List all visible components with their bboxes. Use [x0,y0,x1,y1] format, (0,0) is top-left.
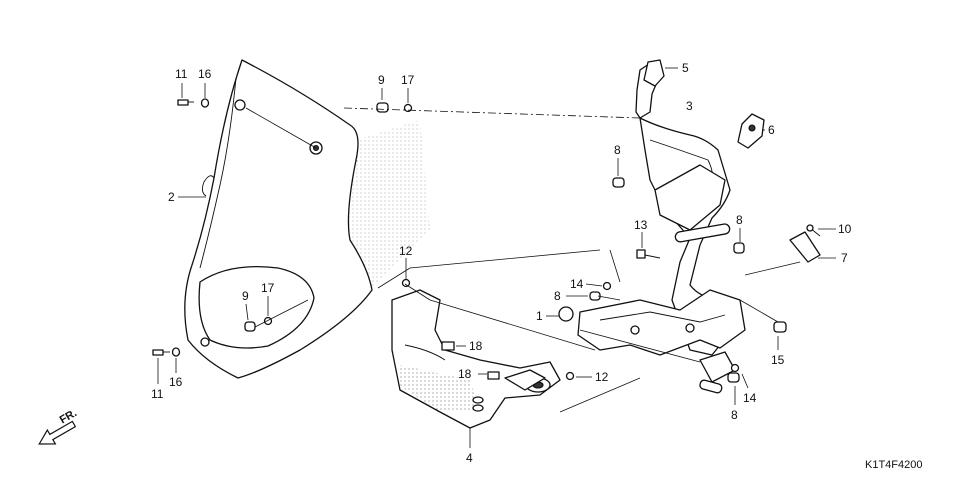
bolt-13 [636,249,661,259]
reference-code: K1T4F4200 [865,459,922,471]
bolt-11-top [177,99,194,106]
callout-9-lower: 9 [242,289,249,303]
callout-1: 1 [536,309,543,323]
nut-8-b [733,242,745,254]
bolt-14-top [602,281,612,291]
windscreen [184,59,430,379]
inner-cover [391,289,561,429]
callout-18-b: 18 [458,367,472,381]
callout-4: 4 [466,451,473,465]
callout-6: 6 [768,123,775,137]
callout-12-lower: 12 [595,370,609,384]
leader-lines [245,107,801,413]
front-direction-marker: FR. [38,407,79,445]
nut-8-d [727,372,740,383]
callout-7: 7 [841,251,848,265]
nut-8-a [612,177,625,188]
callout-18-a: 18 [469,339,483,353]
callout-14-lower: 14 [743,391,757,405]
front-arrow-icon [38,420,77,445]
bolt-12-top [401,278,411,288]
windscreen-stay [635,59,765,356]
callout-16-lower: 16 [169,375,183,389]
callout-14-top: 14 [570,277,584,291]
washer-17-top [403,103,413,113]
collar-9-lower [244,321,256,332]
callout-9-top: 9 [378,73,385,87]
collar-9-top [376,102,389,113]
callout-15: 15 [771,353,785,367]
bolt-14-lower [730,363,740,373]
lower-bracket [577,289,746,394]
bolt-12-lower [565,371,575,381]
washer-16-lower [171,347,181,357]
callout-11-lower: 11 [151,387,164,401]
nut-15 [773,321,787,333]
callout-10: 10 [838,222,852,236]
callout-ticks [157,67,836,448]
callout-2: 2 [168,190,175,204]
callout-labels: 11 16 9 17 5 3 6 8 2 13 8 10 7 12 14 8 9… [151,61,852,465]
hardware-items [152,98,821,383]
clip-18-b [487,371,500,380]
clip-7 [789,231,821,263]
callout-17-lower: 17 [261,281,275,295]
callout-8-a: 8 [614,143,621,157]
callout-11-top: 11 [175,67,188,81]
bolt-11-lower [152,349,170,356]
front-marker-label: FR. [58,407,79,426]
clip-18-a [441,341,455,351]
callout-16-top: 16 [198,67,212,81]
washer-16-top [200,98,210,108]
callout-8-c: 8 [554,289,561,303]
callout-3: 3 [686,99,693,113]
screw-10 [806,224,821,237]
washer-17-lower [263,316,273,326]
callout-5: 5 [682,61,689,75]
callout-8-d: 8 [731,408,738,422]
callout-12-top: 12 [399,244,413,258]
callout-17-top: 17 [401,73,415,87]
callout-8-b: 8 [736,213,743,227]
callout-13: 13 [634,218,648,232]
grommet-1 [558,306,574,322]
